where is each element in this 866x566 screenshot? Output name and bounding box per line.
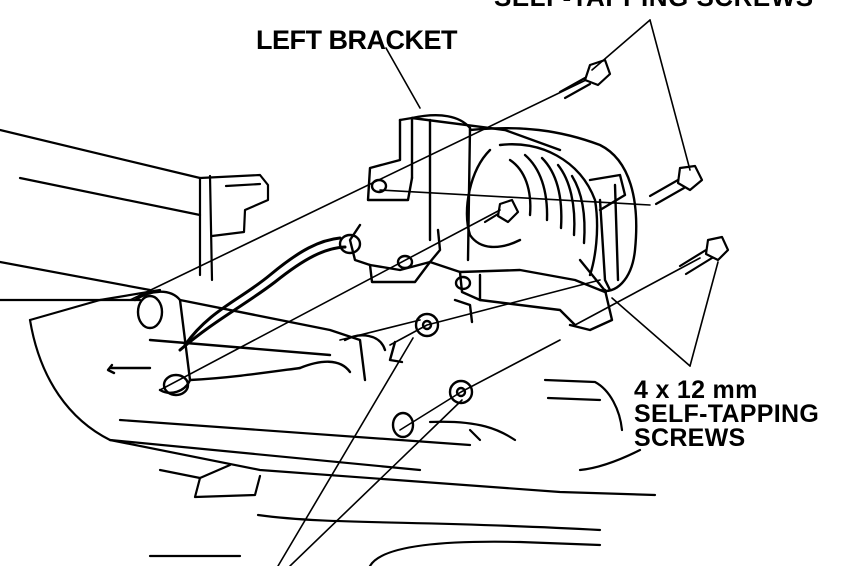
washer-3 bbox=[393, 413, 413, 437]
right-screws-label-size: 4 x 12 mm bbox=[634, 376, 758, 404]
bracket-bolt-hole-2 bbox=[340, 235, 360, 253]
body-panel-lines bbox=[0, 130, 655, 566]
washer-2 bbox=[450, 381, 472, 403]
wire-harness bbox=[180, 238, 345, 350]
washers bbox=[390, 314, 472, 437]
arm-bolt-hole-top bbox=[138, 296, 162, 328]
leader-bottom-1 bbox=[278, 338, 413, 566]
leader-top-screw-2 bbox=[650, 20, 690, 170]
right-screws-label: 4 x 12 mm SELF-TAPPING SCREWS bbox=[634, 376, 820, 452]
bracket-bolt-hole-3 bbox=[398, 256, 412, 268]
alignment-lines bbox=[130, 80, 700, 430]
screws bbox=[485, 60, 728, 274]
leader-top-screw-1 bbox=[592, 20, 650, 70]
leader-lines bbox=[278, 20, 718, 566]
unit-bolt-hole bbox=[456, 277, 470, 289]
arm-bolt-hole-bottom bbox=[164, 375, 188, 395]
leader-right-screw-2 bbox=[690, 262, 718, 366]
right-screws-label-type: SELF-TAPPING bbox=[634, 400, 820, 428]
screw-top-right-2 bbox=[650, 166, 702, 204]
screw-top-right-1 bbox=[560, 60, 610, 98]
leader-bottom-2 bbox=[290, 400, 462, 566]
top-screws-label: SELF-TAPPING SCREWS bbox=[494, 0, 814, 10]
screw-center bbox=[485, 200, 518, 222]
side-panel bbox=[430, 380, 640, 470]
washer-1 bbox=[416, 314, 438, 336]
screw-right-3 bbox=[680, 237, 728, 274]
leader-left-bracket bbox=[386, 48, 420, 108]
grille-unit bbox=[430, 128, 636, 330]
leader-right-screw-1 bbox=[612, 298, 690, 366]
left-bracket-label: LEFT BRACKET bbox=[256, 25, 457, 55]
right-screws-label-part: SCREWS bbox=[634, 424, 746, 452]
